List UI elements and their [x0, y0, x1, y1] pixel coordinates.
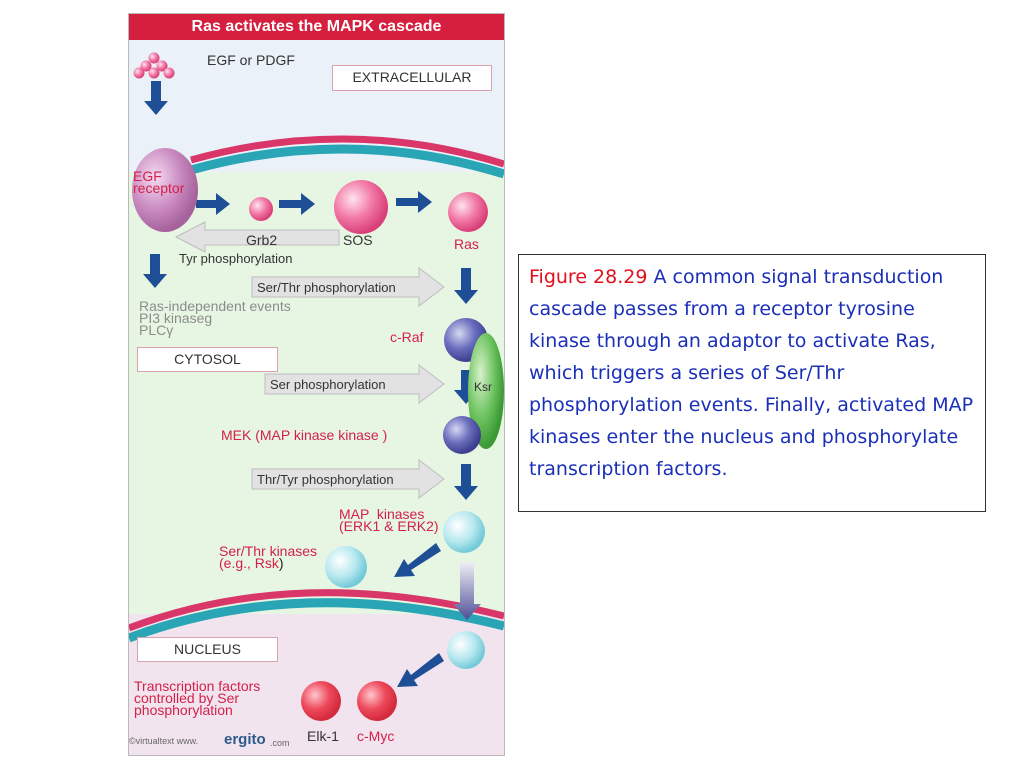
ksr-shape — [468, 333, 504, 449]
egf-receptor-label: EGF receptor — [133, 168, 185, 196]
ser-thr-kinase-shape — [325, 546, 367, 588]
receptor-down-arrow — [143, 254, 167, 288]
grb2-label: Grb2 — [246, 232, 278, 248]
ser-thr-kinases-text: Ser/Thr kinases (e.g., Rsk — [219, 543, 318, 571]
ras-independent-events-label: Ras-independent events PI3 kinaseg PLCγ — [139, 298, 291, 338]
plasma-membrane — [190, 135, 504, 168]
ksr-label: Ksr — [474, 380, 492, 394]
tyr-phosphorylation-arrow — [174, 221, 340, 253]
plasma-membrane-band — [189, 144, 504, 179]
ligand-binding-arrow — [144, 81, 168, 115]
ligand-label: EGF or PDGF — [207, 52, 295, 68]
mapk-to-rsk-arrow — [394, 543, 441, 577]
figure-caption: Figure 28.29 A common signal transductio… — [518, 254, 986, 512]
ser-phosphorylation-arrow — [264, 363, 445, 405]
ras-label: Ras — [454, 236, 479, 252]
ser-thr-kinases-paren: ) — [278, 555, 284, 571]
extracellular-label: EXTRACELLULAR — [332, 65, 492, 91]
mapk-cascade-figure: Ras activates the MAPK cascade EGF or PD… — [128, 13, 505, 756]
egf-receptor-shape — [132, 148, 198, 232]
pathway-drawing — [129, 52, 504, 721]
cmyc-shape — [357, 681, 397, 721]
ser-thr-kinases-label: Ser/Thr kinases (e.g., Rsk) — [219, 543, 318, 571]
craf-label: c-Raf — [390, 329, 424, 345]
nuclear-membrane — [129, 589, 504, 632]
cmyc-label: c-Myc — [357, 728, 395, 744]
elk1-shape — [301, 681, 341, 721]
tyr-phosphorylation-label: Tyr phosphorylation — [179, 251, 293, 266]
nuclear-to-tf-arrow — [397, 653, 444, 687]
sos-shape — [334, 180, 388, 234]
caption-text: A common signal transduction cascade pas… — [529, 266, 974, 480]
cytosol-label: CYTOSOL — [137, 347, 278, 372]
ras-shape — [448, 192, 488, 232]
credit-brand: ergito — [224, 731, 266, 748]
thr-tyr-phosphorylation-label: Thr/Tyr phosphorylation — [257, 472, 394, 487]
grb2-to-sos-arrow — [279, 193, 315, 215]
sos-label: SOS — [343, 232, 373, 248]
receptor-to-grb2-arrow — [196, 193, 230, 215]
grb2-shape — [249, 197, 273, 221]
map-kinases-label: MAP kinases (ERK1 & ERK2) — [339, 506, 439, 534]
nuclear-membrane-band — [129, 598, 504, 643]
figure-title: Ras activates the MAPK cascade — [129, 14, 504, 40]
nucleus-label: NUCLEUS — [137, 637, 278, 662]
ser-phosphorylation-label: Ser phosphorylation — [270, 377, 386, 392]
ras-to-craf-arrow — [454, 268, 478, 304]
mek-to-mapk-arrow — [454, 464, 478, 500]
sos-to-ras-arrow — [396, 191, 432, 213]
ser-thr-phosphorylation-arrow — [251, 266, 445, 308]
transcription-factors-label: Transcription factors controlled by Ser … — [134, 678, 261, 718]
caption-figure-number: Figure 28.29 — [529, 266, 648, 288]
ser-thr-phosphorylation-label: Ser/Thr phosphorylation — [257, 280, 396, 295]
nuclear-translocation-arrow — [453, 562, 481, 620]
map-kinase-shape — [443, 511, 485, 553]
elk1-label: Elk-1 — [307, 728, 339, 744]
thr-tyr-phosphorylation-arrow — [251, 458, 445, 500]
nuclear-map-kinase-shape — [447, 631, 485, 669]
growth-factor-ligand — [133, 52, 175, 79]
credit-prefix: ©virtualtext www. — [129, 736, 199, 746]
mek-label: MEK (MAP kinase kinase ) — [221, 427, 388, 443]
mek-shape — [443, 416, 481, 454]
credit-suffix: .com — [270, 738, 290, 748]
